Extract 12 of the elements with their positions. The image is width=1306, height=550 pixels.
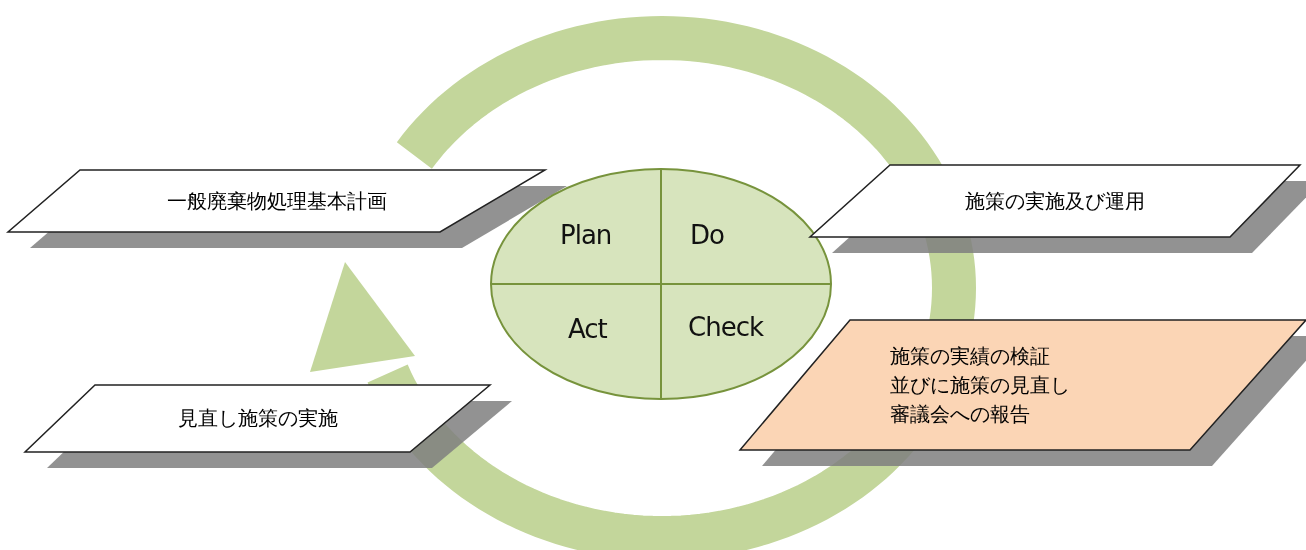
quadrant-label: Check	[688, 312, 763, 342]
quadrant-label: Do	[690, 220, 724, 250]
quadrant-label: Act	[568, 314, 607, 344]
box-text: 施策の実施及び運用	[965, 187, 1145, 215]
quadrant-label: Plan	[560, 220, 612, 250]
parallelogram-box	[25, 385, 510, 470]
box-text: 審議会への報告	[890, 400, 1030, 428]
box-text: 見直し施策の実施	[177, 405, 338, 432]
parallelogram-box	[810, 165, 1306, 255]
box-text: 一般廃棄物処理基本計画	[166, 187, 387, 215]
box-text: 施策の実績の検証	[890, 342, 1050, 370]
box-text: 並びに施策の見直し	[890, 371, 1070, 399]
